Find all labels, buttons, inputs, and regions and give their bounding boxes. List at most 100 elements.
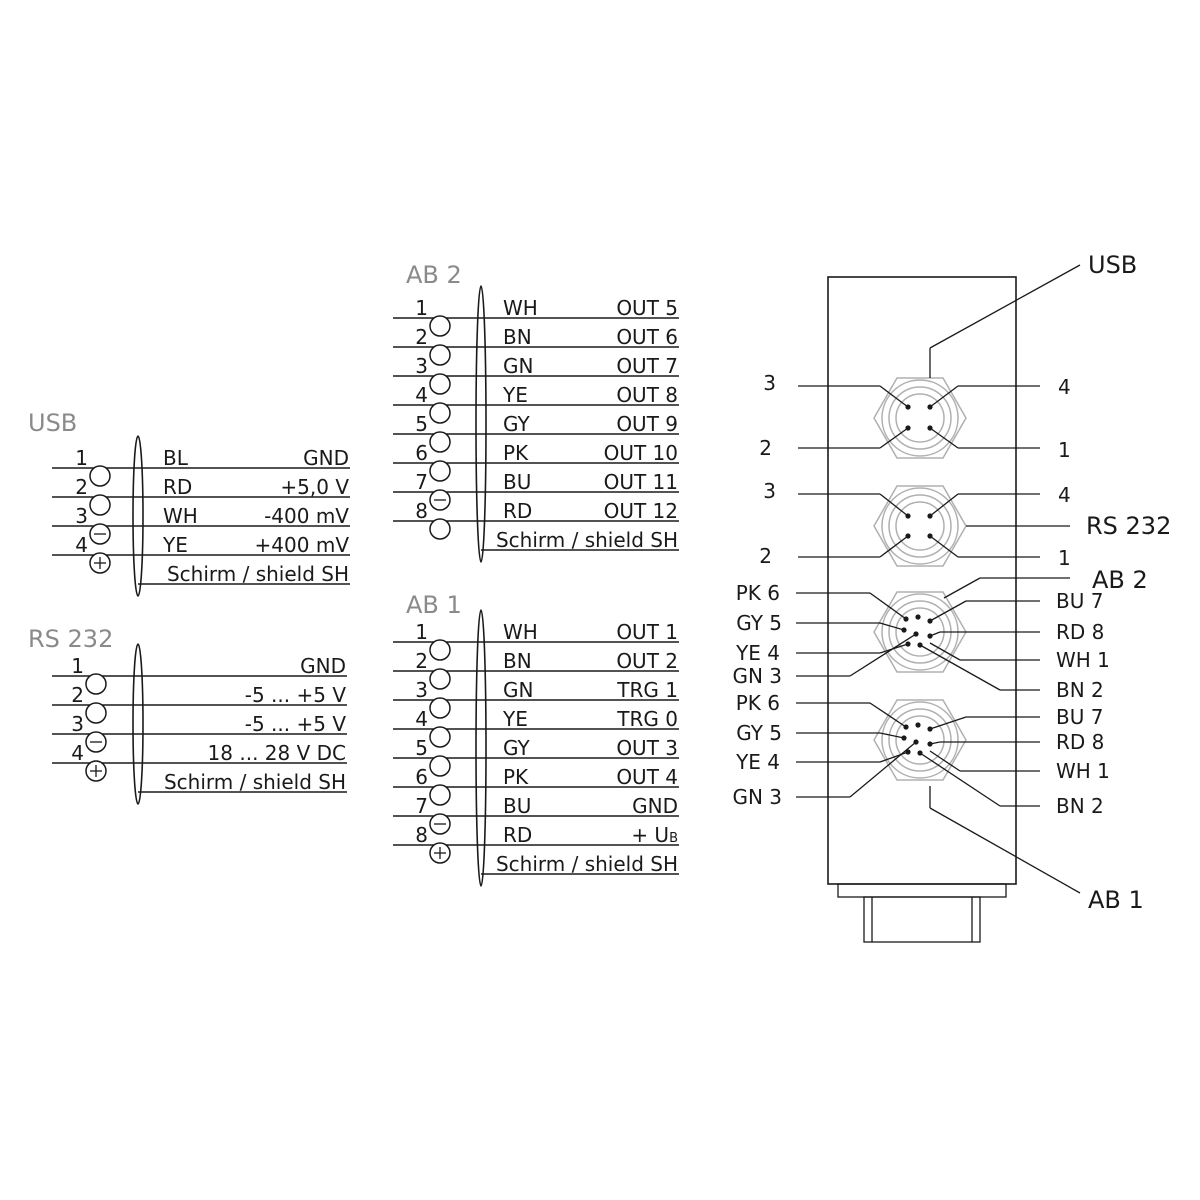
ab2-signal: OUT 11 bbox=[604, 470, 678, 494]
ab1-pin-number: 6 bbox=[415, 765, 428, 789]
usb-pin-number: 2 bbox=[75, 475, 88, 499]
ab1-connector-ring bbox=[888, 708, 952, 772]
rs232-connector-ring bbox=[888, 494, 952, 558]
usb-terminal-1 bbox=[89, 465, 111, 487]
usb-shield-label: Schirm / shield SH bbox=[167, 562, 349, 586]
ab1-terminal-6 bbox=[429, 784, 451, 806]
pin-label-right: BN 2 bbox=[1056, 794, 1104, 818]
ab2-signal: OUT 8 bbox=[616, 383, 678, 407]
rs232-connector-ring bbox=[881, 487, 959, 565]
leader-line bbox=[929, 807, 1081, 894]
rs232-pin-label: 2 bbox=[759, 544, 772, 568]
usb-pin-label: 4 bbox=[1058, 375, 1071, 399]
housing-flange bbox=[837, 883, 1007, 898]
ab2-terminal-8 bbox=[429, 518, 451, 540]
ab1-wire-color: YE bbox=[502, 707, 528, 731]
ab2-terminal-3 bbox=[429, 373, 451, 395]
leader-line bbox=[879, 427, 909, 449]
ab2-wire-color: GN bbox=[503, 354, 533, 378]
leader-line bbox=[929, 631, 941, 637]
ab2-pin-number: 3 bbox=[415, 354, 428, 378]
pin-label-right: BU 7 bbox=[1056, 589, 1103, 613]
ab1-pin-number: 2 bbox=[415, 649, 428, 673]
device-label-rs232: RS 232 bbox=[1086, 512, 1171, 540]
ab2-signal: OUT 5 bbox=[616, 296, 678, 320]
leader-line bbox=[929, 642, 961, 661]
pin-label-left: GN 3 bbox=[732, 664, 782, 688]
pin-label-left: YE 4 bbox=[735, 641, 780, 665]
ab1-signal: TRG 1 bbox=[616, 678, 678, 702]
ab2-wire-color: PK bbox=[503, 441, 529, 465]
rs232-title: RS 232 bbox=[28, 625, 113, 653]
ab2-pin-number: 8 bbox=[415, 499, 428, 523]
ab2-pin-number: 7 bbox=[415, 470, 428, 494]
rs232-pin-label: 4 bbox=[1058, 483, 1071, 507]
ab2-shield-label: Schirm / shield SH bbox=[496, 528, 678, 552]
ab2-pin-number: 4 bbox=[415, 383, 428, 407]
ab2-signal: OUT 9 bbox=[616, 412, 678, 436]
leader-line bbox=[929, 427, 959, 449]
usb-pin-number: 3 bbox=[75, 504, 88, 528]
ab2-terminal-4 bbox=[429, 402, 451, 424]
ab1-pin-number: 1 bbox=[415, 620, 428, 644]
pin-label-left: GY 5 bbox=[736, 721, 782, 745]
rs232-pin-label: 3 bbox=[763, 479, 776, 503]
ab2-signal: OUT 7 bbox=[616, 354, 678, 378]
ab1-shield-label: Schirm / shield SH bbox=[496, 852, 678, 876]
device-label-ab1: AB 1 bbox=[1088, 886, 1144, 914]
usb-wire-color: YE bbox=[162, 533, 188, 557]
ab2-wire-color: YE bbox=[502, 383, 528, 407]
leader-line bbox=[929, 264, 1081, 349]
pin-label-left: YE 4 bbox=[735, 750, 780, 774]
leader-line bbox=[879, 751, 909, 763]
pin-label-right: BU 7 bbox=[1056, 705, 1103, 729]
usb-pin-label: 3 bbox=[763, 371, 776, 395]
usb-wire-color: WH bbox=[163, 504, 198, 528]
usb-pin-number: 1 bbox=[75, 446, 88, 470]
ab1-terminal-5 bbox=[429, 755, 451, 777]
ab2-cable-sheath bbox=[475, 285, 487, 563]
ab1-connector-ring bbox=[895, 715, 945, 765]
leader-line bbox=[869, 592, 907, 620]
ab1-signal: OUT 2 bbox=[616, 649, 678, 673]
leader-line bbox=[849, 633, 917, 677]
ab2-pin-number: 2 bbox=[415, 325, 428, 349]
ab1-cable-sheath bbox=[475, 609, 487, 887]
usb-pin-number: 4 bbox=[75, 533, 88, 557]
ab1-signal: OUT 4 bbox=[616, 765, 678, 789]
leader-line bbox=[849, 741, 917, 798]
leader-line bbox=[919, 644, 1001, 691]
ab1-signal: GND bbox=[632, 794, 678, 818]
usb-signal: -400 mV bbox=[264, 504, 349, 528]
ab2-signal: OUT 12 bbox=[604, 499, 678, 523]
usb-wire-color: RD bbox=[163, 475, 192, 499]
pin-label-left: GY 5 bbox=[736, 611, 782, 635]
ab1-connector: PK 6GY 5YE 4GN 3BU 7RD 8WH 1BN 2AB 1 bbox=[732, 691, 1143, 914]
ab1-wire-color: GY bbox=[503, 736, 531, 760]
rs232-shield-label: Schirm / shield SH bbox=[164, 770, 346, 794]
pin-label-right: WH 1 bbox=[1056, 759, 1110, 783]
ab2-terminal-5 bbox=[429, 431, 451, 453]
ab2-terminal-1 bbox=[429, 315, 451, 337]
leader-line bbox=[929, 385, 959, 408]
ab2-wire-color: BU bbox=[503, 470, 531, 494]
leader-line bbox=[929, 493, 959, 517]
rs232-signal: -5 ... +5 V bbox=[245, 683, 347, 707]
usb-connector-ring bbox=[895, 393, 945, 443]
rs232-connector-hex-nut bbox=[873, 485, 967, 567]
pin-label-left: GN 3 bbox=[732, 785, 782, 809]
usb-connector-hex-nut bbox=[873, 377, 967, 459]
leader-line bbox=[929, 750, 961, 772]
usb-terminal-2 bbox=[89, 494, 111, 516]
ab2-terminal-6 bbox=[429, 460, 451, 482]
ab1-wire-color: RD bbox=[503, 823, 532, 847]
leader-line bbox=[879, 385, 909, 408]
usb-title: USB bbox=[28, 409, 77, 437]
ab1-signal: OUT 3 bbox=[616, 736, 678, 760]
ab1-signal: OUT 1 bbox=[616, 620, 678, 644]
leader-line bbox=[929, 716, 967, 730]
